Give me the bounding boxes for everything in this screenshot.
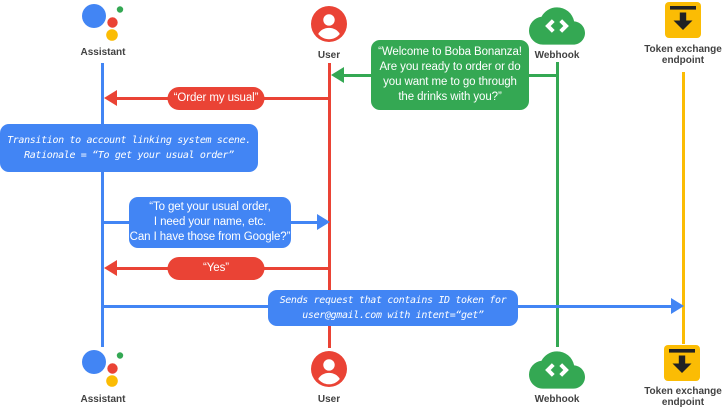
actor-label-assistant-top: Assistant: [80, 47, 126, 58]
token-endpoint-icon: [665, 2, 701, 38]
message-bubble-need-info: “To get your usual order, I need your na…: [129, 197, 291, 248]
message-bubble-yes: “Yes”: [167, 257, 265, 280]
assistant-logo-icon: [82, 4, 124, 41]
actor-label-user-bottom: User: [317, 394, 341, 405]
message-bubble-welcome: “Welcome to Boba Bonanza! Are you ready …: [371, 40, 529, 110]
arrowhead-right-icon: [671, 298, 684, 314]
lifeline-token-endpoint: [682, 72, 685, 344]
actor-label-webhook-top: Webhook: [534, 50, 580, 61]
actor-label-token-endpoint-bottom: Token exchange endpoint: [644, 386, 722, 408]
message-line: you want me to go through: [383, 76, 517, 88]
arrowhead-left-icon: [104, 90, 117, 106]
arrowhead-left-icon: [104, 260, 117, 276]
lifeline-webhook: [556, 62, 559, 347]
note-sends-id-token-request: Sends request that contains ID token for…: [268, 290, 518, 326]
message-line: I need your name, etc.: [153, 216, 267, 228]
note-line: user@gmail.com with intent=“get”: [302, 310, 484, 321]
actor-label-token-endpoint-top: Token exchange endpoint: [644, 44, 722, 66]
message-line: the drinks with you?”: [398, 91, 502, 103]
token-endpoint-icon: [664, 345, 700, 381]
note-line: Rationale = “To get your usual order”: [24, 150, 234, 161]
message-bubble-order-my-usual: “Order my usual”: [167, 87, 265, 110]
actor-label-webhook-bottom: Webhook: [534, 394, 580, 405]
note-line: Transition to account linking system sce…: [7, 135, 251, 146]
assistant-logo-icon: [82, 350, 124, 387]
arrowhead-left-icon: [331, 67, 344, 83]
message-line: “Yes”: [203, 262, 229, 274]
message-line: “Welcome to Boba Bonanza!: [378, 46, 522, 58]
message-line: “To get your usual order,: [149, 201, 271, 213]
lifeline-user: [328, 63, 331, 348]
arrowhead-right-icon: [317, 214, 330, 230]
note-transition-account-linking: Transition to account linking system sce…: [0, 124, 258, 172]
message-line: Are you ready to order or do: [379, 61, 521, 73]
user-icon: [311, 351, 347, 387]
user-icon: [311, 6, 347, 42]
actor-label-assistant-bottom: Assistant: [80, 394, 126, 405]
note-line: Sends request that contains ID token for: [279, 295, 507, 306]
webhook-cloud-icon: [529, 351, 585, 389]
webhook-cloud-icon: [529, 7, 585, 45]
message-line: “Order my usual”: [173, 92, 259, 104]
lifeline-assistant: [101, 63, 104, 347]
actor-label-user-top: User: [317, 50, 341, 61]
message-line: Can I have those from Google?”: [129, 231, 291, 243]
